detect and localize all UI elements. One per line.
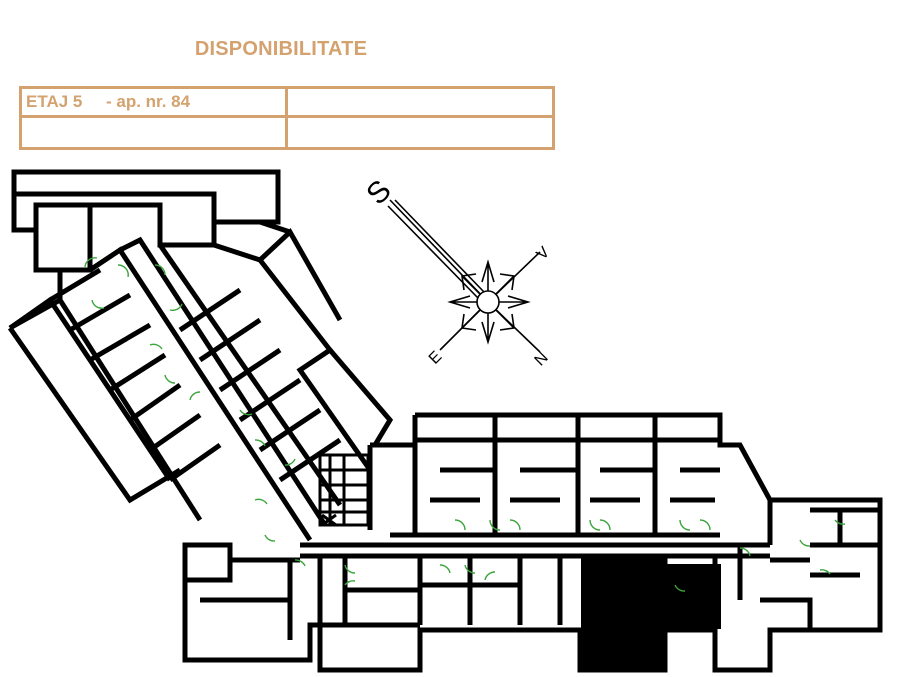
wall-outline-bottom-left: [182, 542, 233, 583]
table-cell-floor-apartment: ETAJ 5 - ap. nr. 84: [22, 89, 288, 118]
wall-outline-far-right: [760, 497, 883, 633]
wall-outline-right-lower: [317, 556, 810, 673]
wall-outline-diagonal-wing: [8, 267, 63, 331]
door-swings: [84, 257, 846, 592]
availability-table: ETAJ 5 - ap. nr. 84: [19, 86, 555, 150]
table-cell: [288, 89, 552, 118]
page-title: DISPONIBILITATE: [194, 38, 368, 60]
stair-core: [318, 453, 370, 527]
table-cell: [22, 118, 288, 147]
wall-outline-top-block: [11, 169, 281, 225]
highlighted-apartment: [581, 556, 721, 671]
wall-outline-right-upper: [415, 412, 773, 545]
